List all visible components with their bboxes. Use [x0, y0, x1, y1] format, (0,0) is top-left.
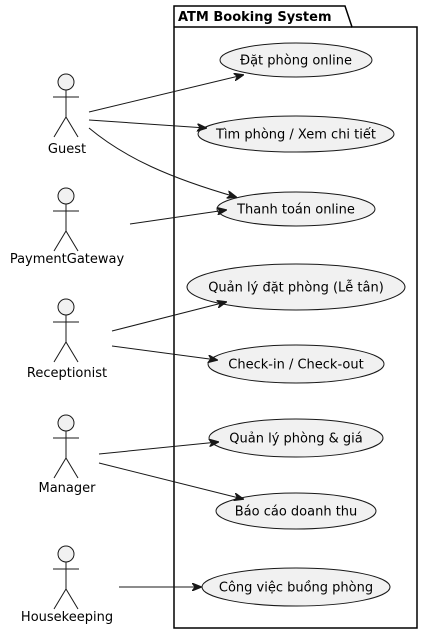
actor-label: PaymentGateway [10, 252, 125, 267]
actor-label: Housekeeping [21, 610, 113, 625]
use-case-label: Quản lý phòng & giá [229, 432, 362, 447]
stick-figure-icon [53, 73, 79, 138]
association-manager-revenue-report [98, 462, 243, 499]
use-case-revenue-report[interactable]: Báo cáo doanh thu [215, 492, 377, 530]
actor-guest[interactable]: Guest [48, 73, 86, 157]
use-case-label: Tìm phòng / Xem chi tiết [215, 128, 376, 143]
stick-figure-icon [53, 414, 79, 479]
use-case-label: Báo cáo doanh thu [235, 505, 358, 520]
association-manager-manage-rooms-prices [98, 442, 218, 455]
actor-label: Guest [48, 142, 86, 157]
use-case-label: Check-in / Check-out [228, 358, 363, 373]
use-case-label: Công việc buồng phòng [219, 581, 373, 596]
association-guest-pay-online [88, 127, 236, 197]
use-case-label: Thanh toán online [236, 203, 355, 218]
use-case-manage-rooms-prices[interactable]: Quản lý phòng & giá [208, 418, 384, 458]
association-receptionist-check-in-out [111, 345, 217, 360]
association-guest-search-rooms [88, 119, 206, 128]
association-guest-book-online [88, 75, 243, 113]
use-case-label: Đặt phòng online [240, 54, 352, 69]
use-case-manage-bookings[interactable]: Quản lý đặt phòng (Lễ tân) [186, 263, 406, 311]
actor-label: Manager [39, 481, 97, 496]
use-case-book-online[interactable]: Đặt phòng online [219, 42, 373, 78]
actor-payment-gateway[interactable]: PaymentGateway [10, 187, 125, 267]
use-case-label: Quản lý đặt phòng (Lễ tân) [208, 281, 384, 296]
use-case-search-rooms[interactable]: Tìm phòng / Xem chi tiết [197, 115, 395, 153]
package-atm-booking-system: ATM Booking System [173, 5, 418, 629]
actor-label: Receptionist [27, 366, 107, 381]
actor-housekeeping[interactable]: Housekeeping [21, 545, 113, 625]
use-case-pay-online[interactable]: Thanh toán online [216, 191, 376, 227]
use-case-housekeeping-tasks[interactable]: Công việc buồng phòng [201, 567, 391, 607]
actor-manager[interactable]: Manager [39, 414, 97, 496]
associations [88, 75, 243, 587]
stick-figure-icon [53, 298, 79, 363]
actor-receptionist[interactable]: Receptionist [27, 298, 107, 381]
package-title: ATM Booking System [178, 10, 332, 25]
association-payment-gateway-pay-online [129, 210, 226, 225]
stick-figure-icon [53, 545, 79, 610]
association-receptionist-manage-bookings [111, 302, 226, 332]
use-case-check-in-out[interactable]: Check-in / Check-out [207, 344, 385, 384]
stick-figure-icon [53, 187, 79, 252]
